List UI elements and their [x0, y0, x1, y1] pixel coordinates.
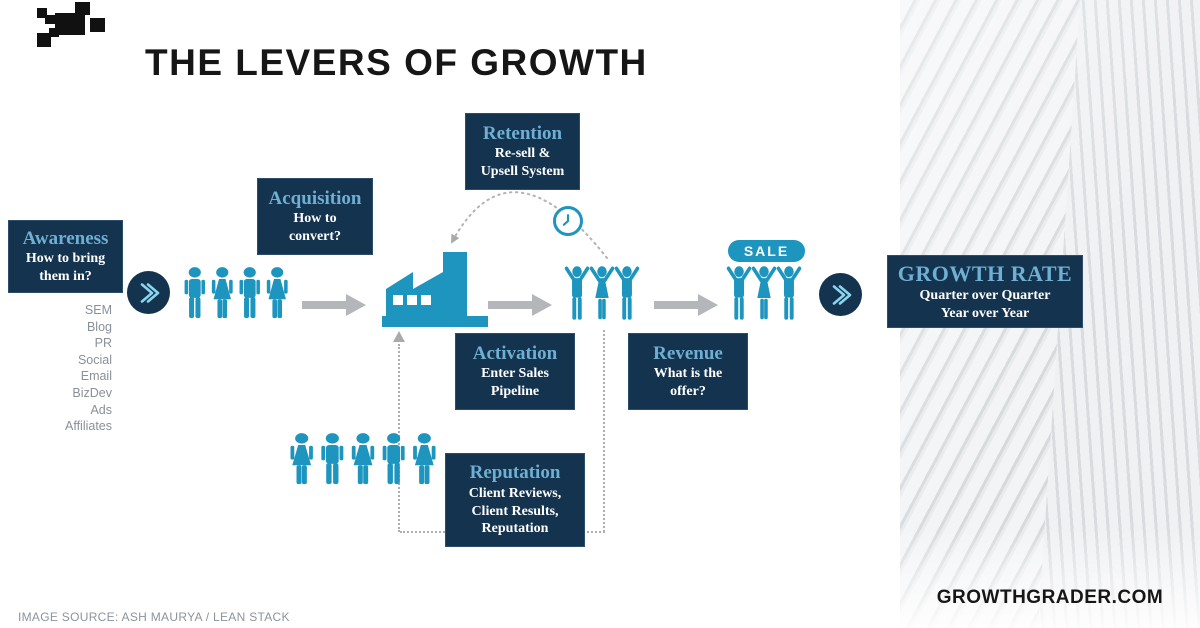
flow-arrow-icon	[488, 294, 552, 316]
stage-title: Retention	[482, 122, 563, 144]
stage-title: Revenue	[653, 342, 723, 364]
clock-icon	[553, 206, 583, 236]
stage-box-acquisition: Acquisition How to convert?	[257, 178, 373, 255]
stage-body: Re-sell & Upsell System	[480, 146, 565, 179]
stage-title: GROWTH RATE	[897, 260, 1073, 286]
sale-celebrating-people-icons	[726, 264, 802, 321]
stage-body: Client Reviews, Client Results, Reputati…	[468, 486, 562, 537]
stage-title: Awareness	[22, 227, 109, 249]
stage-body: Quarter over Quarter Year over Year	[919, 288, 1051, 321]
page-title: THE LEVERS OF GROWTH	[145, 42, 648, 83]
stage-box-activation: Activation Enter Sales Pipeline	[455, 333, 575, 410]
channel-item: Ads	[90, 402, 112, 417]
loop-line-right	[603, 330, 605, 532]
factory-icon	[382, 252, 488, 327]
channel-item: Social	[77, 352, 112, 367]
stage-box-reputation: Reputation Client Reviews, Client Result…	[445, 453, 585, 547]
stage-body: How to bring them in?	[25, 251, 106, 284]
stage-box-revenue: Revenue What is the offer?	[628, 333, 748, 410]
channel-item: BizDev	[72, 385, 112, 400]
stage-body: What is the offer?	[653, 366, 723, 399]
sale-badge: SALE	[728, 240, 805, 262]
double-chevron-icon	[127, 271, 170, 314]
stage-body: How to convert?	[288, 211, 342, 244]
stage-title: Reputation	[469, 462, 561, 484]
flow-arrow-icon	[302, 294, 366, 316]
channel-item: Blog	[86, 319, 112, 334]
prospects-people-icons	[184, 267, 288, 319]
stage-title: Acquisition	[268, 187, 362, 209]
flow-arrow-icon	[654, 294, 718, 316]
image-source-credit: IMAGE SOURCE: ASH MAURYA / LEAN STACK	[18, 610, 290, 624]
pixel-cluster-logo	[37, 2, 105, 47]
stage-body: Enter Sales Pipeline	[481, 366, 549, 399]
website-name: GROWTHGRADER.COM	[936, 587, 1164, 608]
channel-item: Affiliates	[64, 419, 112, 434]
channel-item: Email	[80, 369, 112, 384]
reputation-people-icons	[290, 433, 436, 485]
stage-box-awareness: Awareness How to bring them in?	[8, 220, 123, 293]
stage-box-retention: Retention Re-sell & Upsell System	[465, 113, 580, 190]
channel-item: PR	[94, 336, 112, 351]
double-chevron-icon	[819, 273, 862, 316]
stage-title: Activation	[472, 342, 558, 364]
celebrating-people-icons	[564, 264, 640, 321]
channel-item: SEM	[84, 303, 112, 317]
loop-arrowhead-up-icon	[393, 331, 405, 342]
retention-arc	[451, 191, 608, 259]
stage-box-growth-rate: GROWTH RATE Quarter over Quarter Year ov…	[887, 255, 1083, 328]
